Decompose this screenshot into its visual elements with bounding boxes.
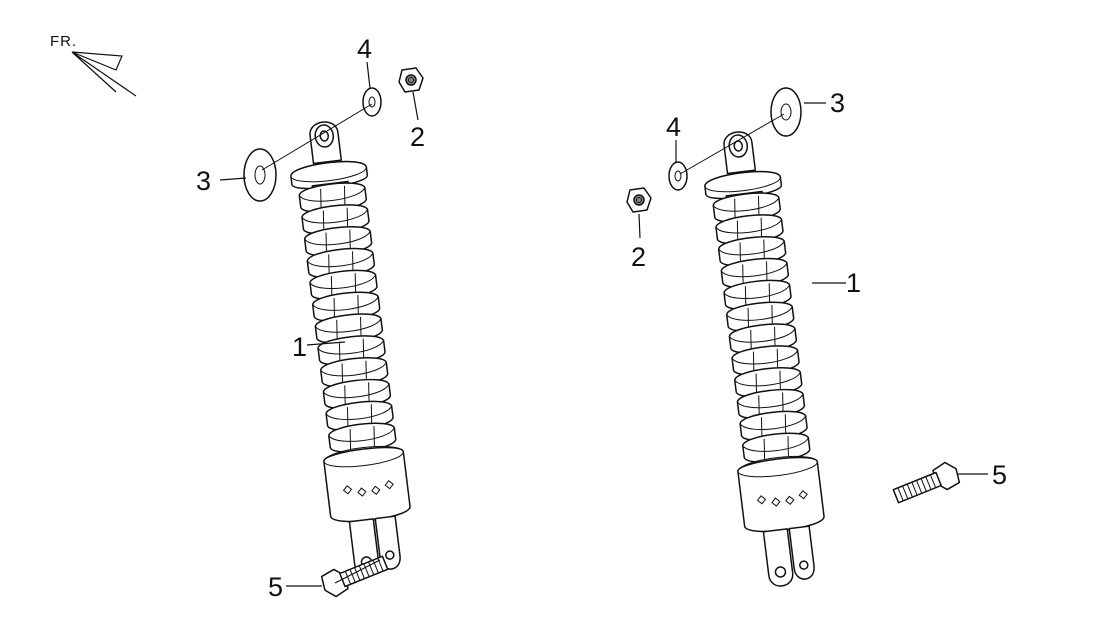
- front-direction-indicator: FR.: [50, 33, 137, 97]
- right-bolt: [890, 458, 963, 510]
- right-nut: [626, 187, 652, 213]
- left-large-washer: [243, 148, 277, 202]
- callout-right-nut: 2: [631, 242, 646, 272]
- callout-right-washer-large: 3: [830, 88, 845, 118]
- callout-left-washer-small: 4: [357, 34, 372, 64]
- front-direction-arrow-icon: [71, 51, 137, 97]
- right-shock-assembly: 1 2 3 4 5: [626, 87, 1007, 590]
- right-large-washer: [770, 87, 802, 137]
- right-shock-absorber: [697, 127, 832, 589]
- front-direction-label: FR.: [50, 33, 77, 50]
- callout-right-washer-small: 4: [666, 112, 681, 142]
- right-small-washer: [668, 161, 688, 191]
- callout-left-shock: 1: [292, 332, 307, 362]
- callout-right-bolt: 5: [992, 460, 1007, 490]
- left-shock-assembly: 1 2 3 4 5: [196, 34, 425, 602]
- left-small-washer: [362, 87, 382, 117]
- callout-left-bolt: 5: [268, 572, 283, 602]
- callout-right-shock: 1: [846, 268, 861, 298]
- callout-left-washer-large: 3: [196, 166, 211, 196]
- left-nut: [398, 67, 424, 93]
- callout-left-nut: 2: [410, 122, 425, 152]
